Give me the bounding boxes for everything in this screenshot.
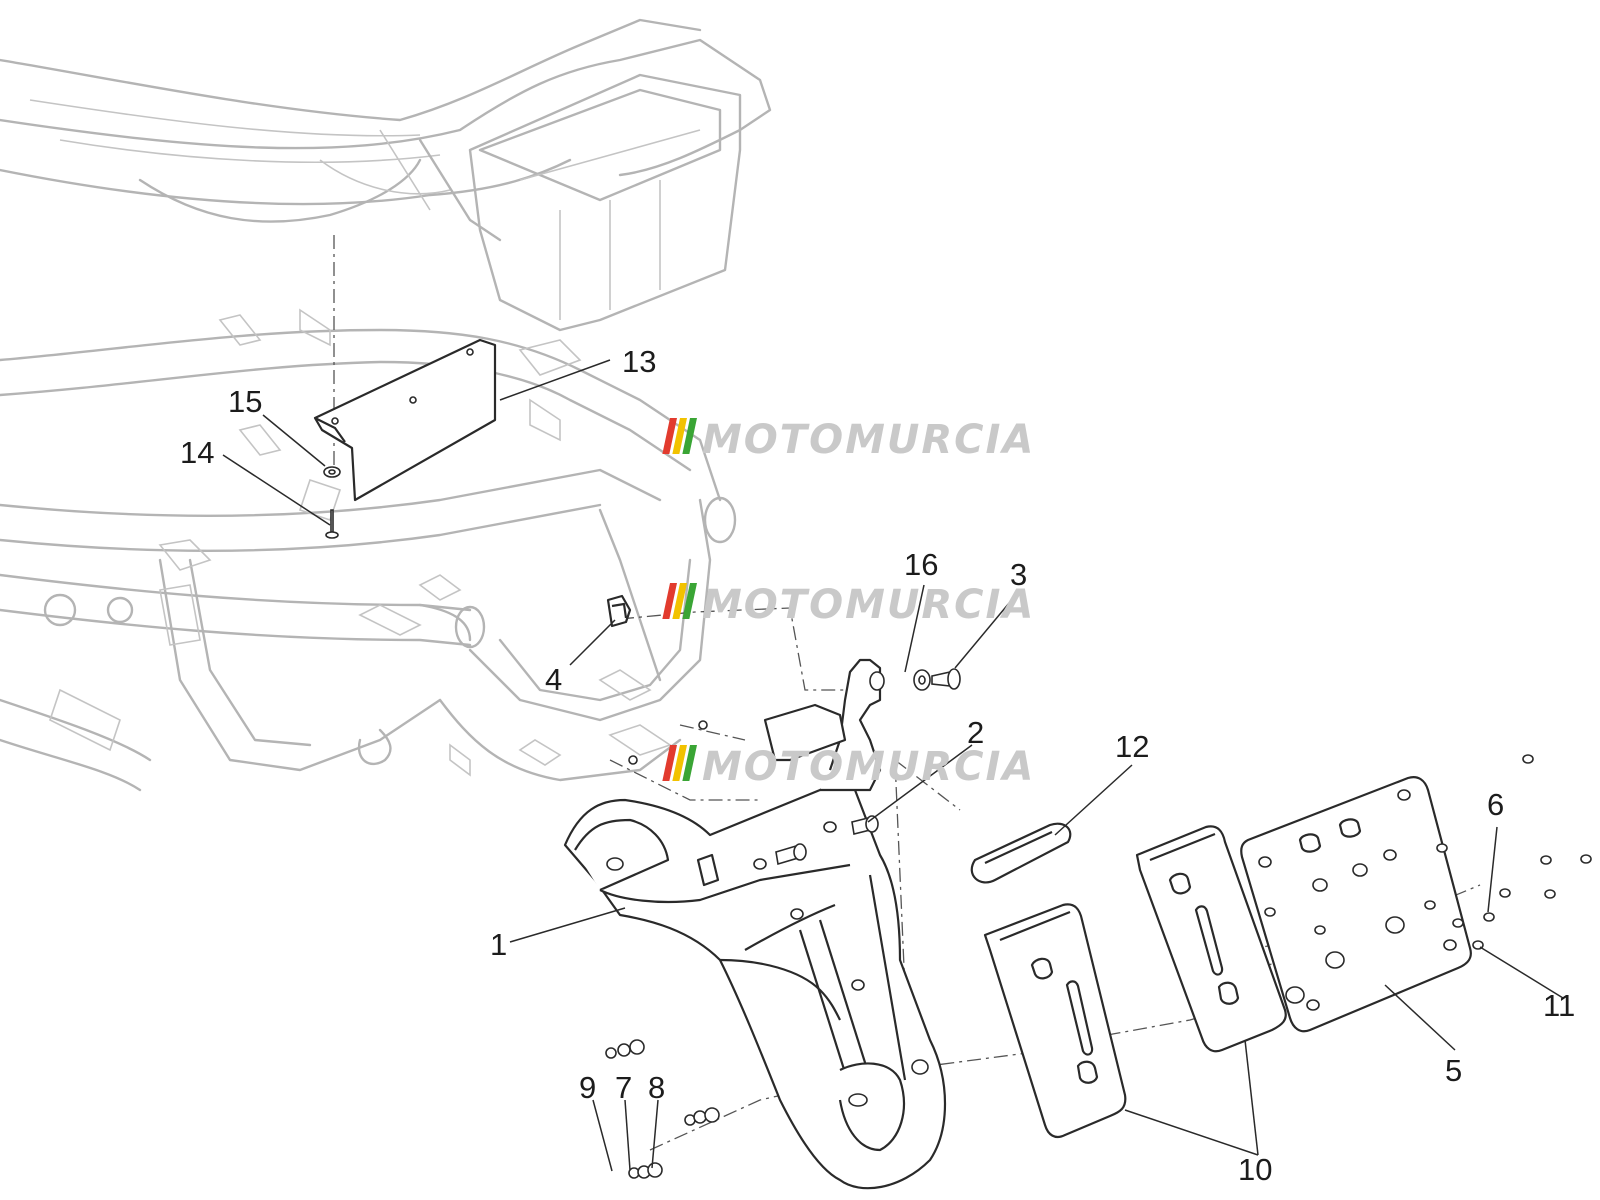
watermark-logo: MOTOMURCIA (662, 744, 1035, 790)
part-7-washer[interactable] (617, 1043, 707, 1179)
leader-lines (222, 359, 1564, 1172)
watermark-logo: MOTOMURCIA (662, 582, 1035, 628)
callout-5: 5 (1445, 1053, 1462, 1088)
part-14-screw[interactable] (325, 509, 339, 539)
watermark-text: MOTOMURCIA (702, 417, 1035, 463)
callout-13: 13 (622, 344, 656, 379)
part-10-rubber-pad-front[interactable] (983, 903, 1127, 1139)
seat-compartment (0, 18, 772, 332)
callout-3: 3 (1010, 557, 1027, 592)
callout-8: 8 (648, 1070, 665, 1105)
callout-2: 2 (967, 715, 984, 750)
part-12-reflector[interactable] (970, 822, 1072, 884)
callout-11: 11 (1543, 988, 1575, 1023)
part-1-plate-holder[interactable] (563, 658, 947, 1190)
watermark-text: MOTOMURCIA (702, 744, 1035, 790)
main-frame (0, 308, 737, 792)
callout-1: 1 (490, 927, 507, 962)
callout-12: 12 (1115, 729, 1149, 764)
part-6-screw[interactable] (1452, 754, 1552, 928)
part-9-nut[interactable] (605, 1047, 696, 1179)
part-10-rubber-pad-rear[interactable] (1135, 825, 1287, 1053)
part-8-bush[interactable] (629, 1039, 720, 1178)
part-3-screw[interactable] (931, 668, 961, 690)
callout-16: 16 (904, 547, 938, 582)
watermark-logo: MOTOMURCIA (662, 417, 1035, 463)
callout-7: 7 (615, 1070, 632, 1105)
part-4-clip-nut[interactable] (606, 594, 632, 628)
part-11-screw[interactable] (1436, 843, 1592, 950)
callout-labels: 13 15 14 16 3 4 2 12 6 1 11 5 9 7 8 10 (180, 344, 1575, 1187)
callout-6: 6 (1487, 787, 1504, 822)
part-15-washer[interactable] (323, 466, 341, 478)
callout-4: 4 (545, 662, 562, 697)
part-16-washer[interactable] (913, 669, 931, 691)
watermark-text: MOTOMURCIA (702, 582, 1035, 628)
callout-10: 10 (1238, 1152, 1272, 1187)
part-13-splash-plate[interactable] (313, 338, 497, 502)
callout-9: 9 (579, 1070, 596, 1105)
callout-14: 14 (180, 435, 214, 470)
part-5-plate-bracket[interactable] (1240, 776, 1472, 1033)
part-2-screw[interactable] (775, 815, 879, 866)
callout-15: 15 (228, 384, 262, 419)
